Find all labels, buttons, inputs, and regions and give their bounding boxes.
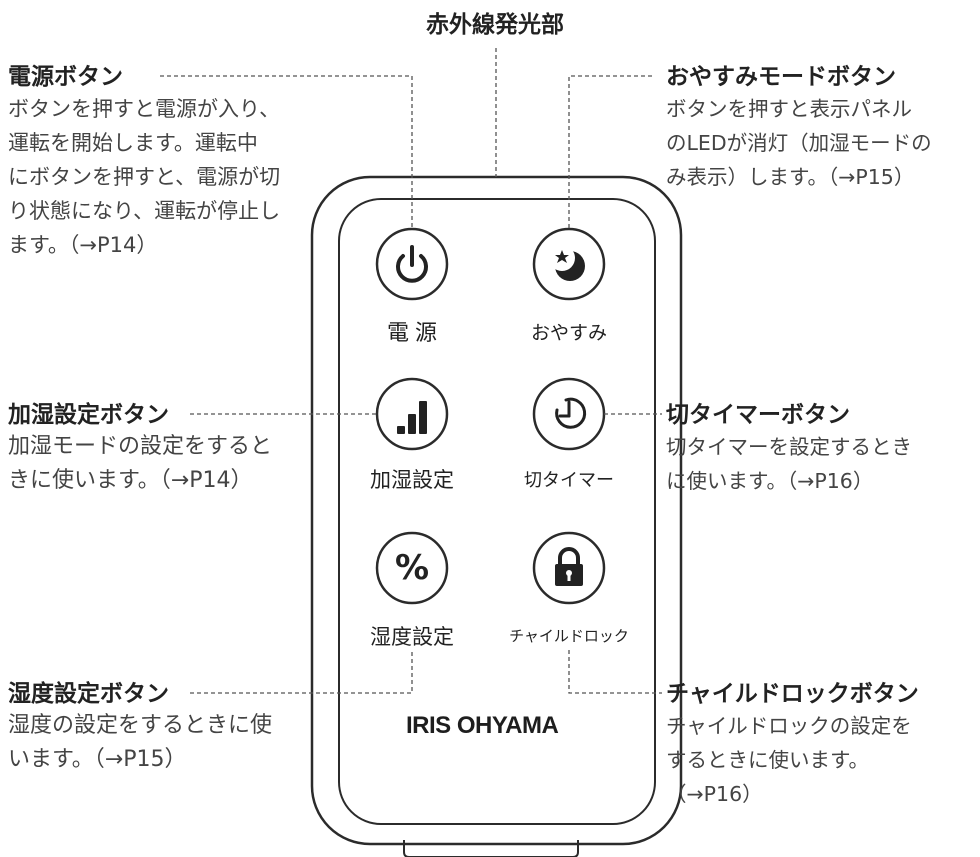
timer-button-label: 切タイマー [524,470,614,491]
leader-sleep [568,75,652,229]
annotation-humidify: 加湿設定ボタン 加湿モードの設定をすると きに使います。（→P14） [8,400,272,498]
annotation-timer: 切タイマーボタン 切タイマーを設定するとき に使います。（→P16） [666,400,912,498]
annotation-sleep: おやすみモードボタン ボタンを押すと表示パネル のLEDが消灯（加湿モードの み… [666,62,932,194]
annotation-child-lock: チャイルドロックボタン チャイルドロックの設定を するときに使います。 （→P1… [666,679,919,811]
humidify-button-label: 加湿設定 [370,468,454,492]
power-icon [396,245,428,283]
child-lock-button-label: チャイルドロック [509,627,629,645]
percent-icon: % [394,548,430,588]
annotation-timer-title: 切タイマーボタン [666,402,850,428]
signal-bars-icon [397,401,427,434]
lock-icon [555,547,583,586]
annotation-power-title: 電源ボタン [8,64,123,90]
annotation-child-lock-desc: チャイルドロックの設定を するときに使います。 （→P16） [666,714,912,806]
moon-star-icon [549,245,585,281]
sleep-button-label: おやすみ [530,322,607,344]
humidity-button-label: 湿度設定 [370,625,454,649]
timer-icon [555,397,587,429]
annotation-humidity: 湿度設定ボタン 湿度の設定をするときに使 います。（→P15） [8,679,272,777]
annotation-humidify-title: 加湿設定ボタン [8,402,169,428]
annotation-sleep-title: おやすみモードボタン [666,64,896,90]
brand-logo-text: IRIS OHYAMA [406,712,559,739]
leader-power [160,75,413,229]
leader-humidity [190,650,413,694]
battery-tab [403,840,579,857]
annotation-timer-desc: 切タイマーを設定するとき に使います。（→P16） [666,435,912,493]
ir-emitter-label: 赤外線発光部 [426,12,564,38]
annotation-humidity-desc: 湿度の設定をするときに使 います。（→P15） [8,713,273,772]
remote-body-outer [310,175,683,846]
remote-body-inner [338,198,656,825]
power-button-label: 電源 [386,321,443,346]
annotation-humidify-desc: 加湿モードの設定をすると きに使います。（→P14） [8,434,273,493]
annotation-power-desc: ボタンを押すと電源が入り、 運転を開始します。運転中 にボタンを押すと、電源が切… [8,97,281,257]
annotation-power: 電源ボタン ボタンを押すと電源が入り、 運転を開始します。運転中 にボタンを押す… [8,62,280,262]
annotation-sleep-desc: ボタンを押すと表示パネル のLEDが消灯（加湿モードの み表示）します。（→P1… [666,97,932,189]
humidity-ring [375,531,449,605]
leader-child-lock [568,650,662,694]
annotation-child-lock-title: チャイルドロックボタン [666,681,919,707]
annotation-humidity-title: 湿度設定ボタン [8,681,169,707]
